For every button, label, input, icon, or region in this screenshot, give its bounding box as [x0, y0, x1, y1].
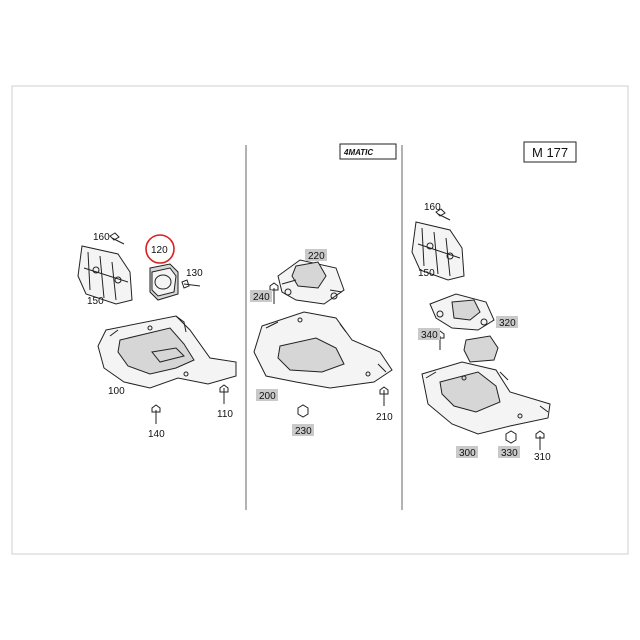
bolt-130[interactable]	[181, 279, 201, 289]
callout-150-left: 150	[87, 296, 104, 307]
4matic-logo: 4MATIC	[339, 143, 397, 160]
bolt-160-left[interactable]	[109, 232, 125, 245]
callout-160-left: 160	[93, 232, 110, 243]
callout-230-box	[292, 424, 314, 436]
callout-240: 240	[253, 292, 270, 303]
callout-320-box	[496, 316, 518, 328]
callout-300-box	[456, 446, 478, 458]
callout-230: 230	[295, 426, 312, 437]
callout-150-right: 150	[418, 268, 435, 279]
4matic-logo-text: 4MATIC	[343, 148, 373, 157]
callout-240-box	[250, 290, 272, 302]
callout-140: 140	[148, 429, 165, 440]
bracket-150-left[interactable]	[77, 245, 133, 305]
callout-330-box	[498, 446, 520, 458]
bolt-210[interactable]	[379, 386, 389, 406]
callout-130: 130	[186, 268, 203, 279]
nut-330[interactable]	[505, 430, 517, 444]
callout-320: 320	[499, 318, 516, 329]
bolt-140[interactable]	[151, 404, 161, 424]
bracket-150-right[interactable]	[411, 221, 465, 281]
callout-200: 200	[259, 391, 276, 402]
mount-block-right[interactable]	[463, 335, 499, 363]
page-frame	[11, 85, 629, 555]
callout-300: 300	[459, 448, 476, 459]
bolt-160-right[interactable]	[435, 208, 451, 221]
callout-120-highlight[interactable]: 120	[145, 234, 175, 264]
callout-110: 110	[217, 409, 233, 420]
mount-bracket-220[interactable]	[277, 259, 345, 305]
nut-230[interactable]	[297, 404, 309, 418]
model-code-box: M 177	[523, 141, 577, 163]
callout-210: 210	[376, 412, 393, 423]
callout-200-box	[256, 389, 278, 401]
callout-120: 120	[151, 245, 168, 256]
bolt-240[interactable]	[269, 282, 279, 304]
callout-220: 220	[308, 251, 325, 262]
callout-330: 330	[501, 448, 518, 459]
callout-120-circle	[145, 234, 175, 264]
callout-340: 340	[421, 330, 438, 341]
crossmember-300[interactable]	[421, 361, 551, 435]
callout-220-box	[305, 249, 327, 261]
crossmember-200[interactable]	[253, 311, 393, 389]
callout-310: 310	[534, 452, 551, 463]
crossmember-100[interactable]	[97, 315, 237, 389]
callout-100: 100	[108, 386, 125, 397]
bolt-110[interactable]	[219, 384, 229, 404]
callout-160-right: 160	[424, 202, 441, 213]
bolt-310[interactable]	[535, 430, 545, 450]
engine-mount-120[interactable]	[149, 263, 179, 301]
model-code-text: M 177	[532, 145, 568, 160]
callout-340-box	[418, 328, 440, 340]
mount-320[interactable]	[429, 293, 495, 331]
